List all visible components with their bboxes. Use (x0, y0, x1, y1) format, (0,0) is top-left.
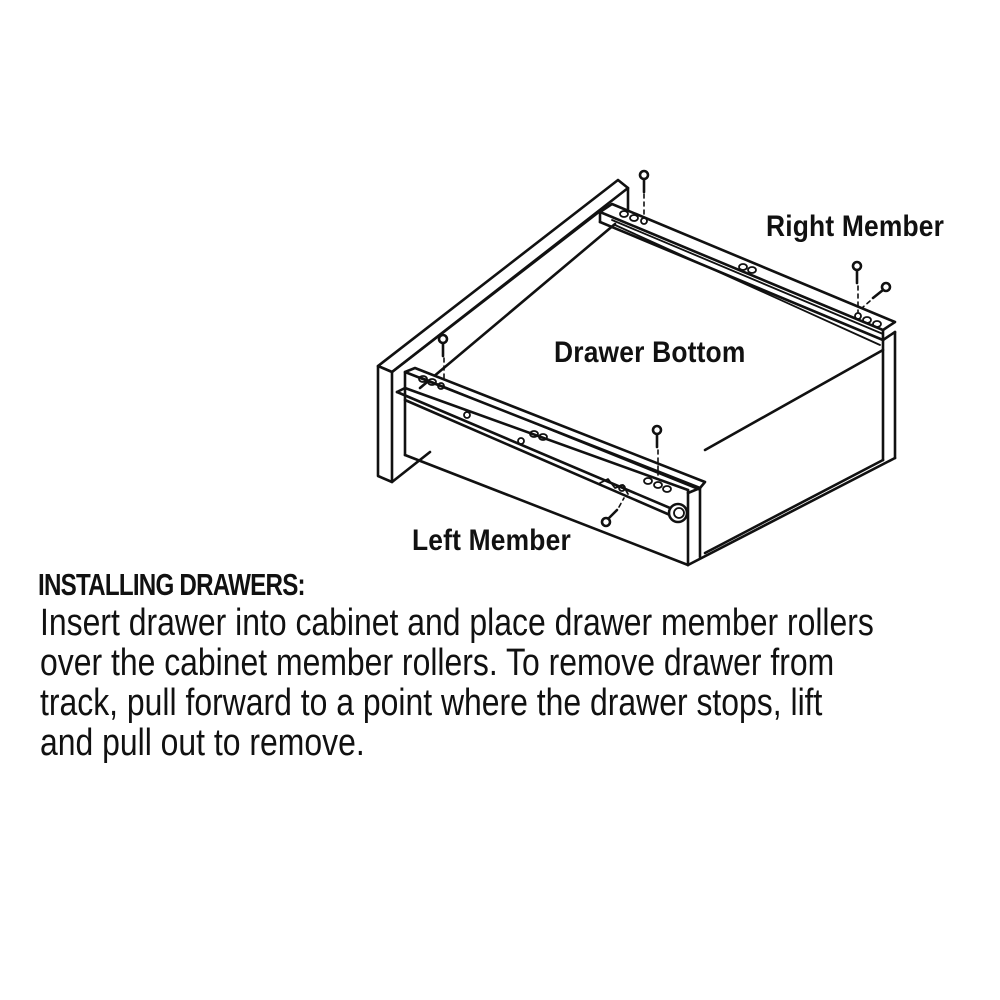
drawer-front-panel (376, 178, 630, 484)
instruction-line: track, pull forward to a point where the… (40, 682, 823, 724)
drawer-illustration (376, 169, 897, 567)
drawer-bottom-label: Drawer Bottom (554, 336, 746, 369)
screw-icon (851, 260, 863, 313)
right-member-label: Right Member (766, 210, 945, 243)
instruction-line: over the cabinet member rollers. To remo… (40, 642, 835, 684)
screw-icon (651, 424, 663, 476)
instruction-line: Insert drawer into cabinet and place dra… (40, 602, 874, 644)
screw-icon (437, 333, 449, 383)
right-member-rail (598, 202, 897, 346)
left-member-rail (395, 366, 707, 524)
screw-icon (638, 169, 650, 219)
instructions-heading: INSTALLING DRAWERS: (38, 567, 306, 602)
drawer-box (403, 330, 897, 567)
instructions-body: Insert drawer into cabinet and place dra… (40, 603, 964, 763)
left-member-label: Left Member (412, 524, 571, 557)
screw-icon (861, 281, 892, 309)
instruction-line: and pull out to remove. (40, 722, 365, 764)
screw-icon (600, 497, 625, 528)
